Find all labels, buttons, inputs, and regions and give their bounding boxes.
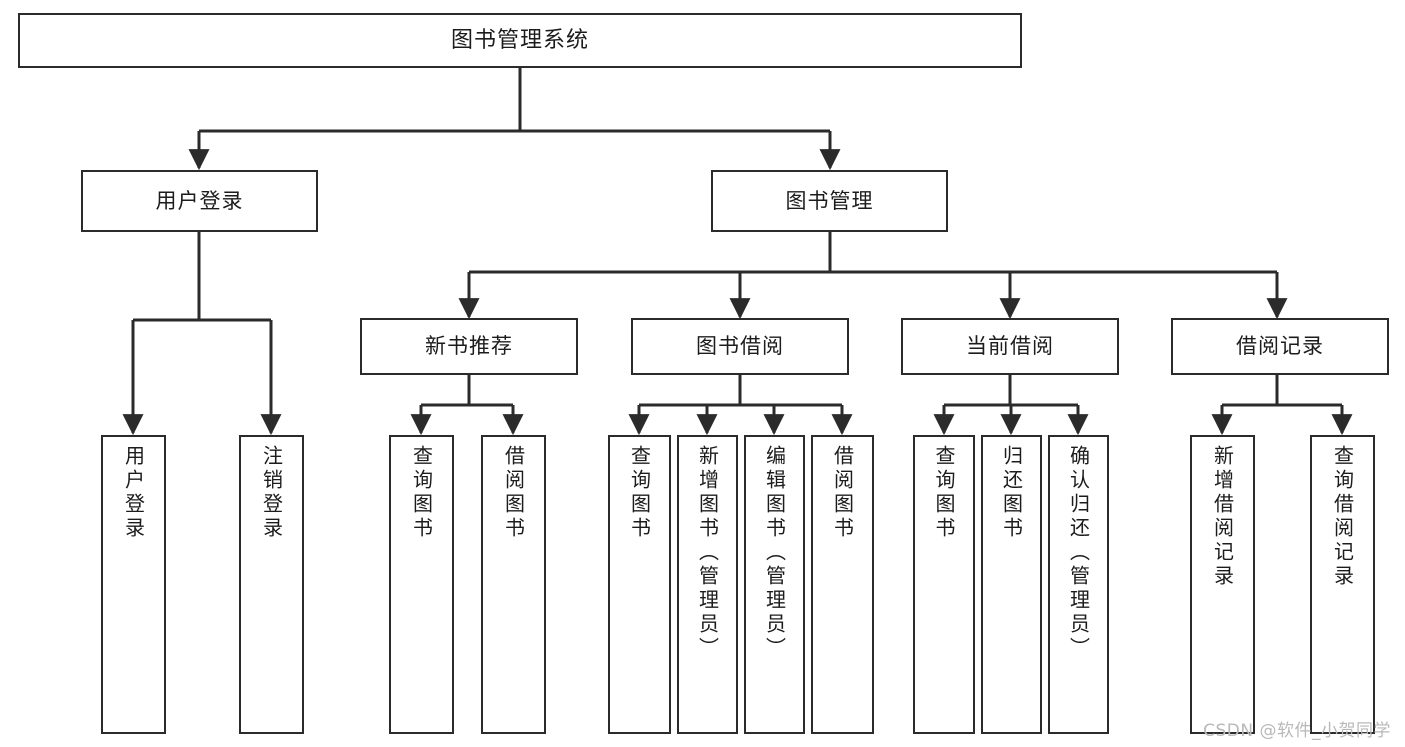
csdn-watermark: CSDN @软件_小贺同学 [1203,721,1391,741]
node-borrow-records[interactable]: 借阅记录 [1171,318,1389,375]
node-new-book-recommendation[interactable]: 新书推荐 [360,318,578,375]
node-label: 新增借阅记录 [1210,445,1235,589]
leaf-query-borrow-record[interactable]: 查询借阅记录 [1310,435,1375,734]
leaf-query-books-recommend[interactable]: 查询图书 [389,435,454,734]
node-label: 当前借阅 [966,334,1054,359]
node-label: 图书管理 [785,188,874,213]
leaf-borrow-books-recommend[interactable]: 借阅图书 [481,435,546,734]
node-label: 借阅图书 [501,445,526,541]
node-book-management[interactable]: 图书管理 [711,170,948,232]
leaf-user-login[interactable]: 用户登录 [101,435,166,734]
node-label: 新增图书（管理员） [695,445,720,661]
node-label: 查询借阅记录 [1330,445,1355,589]
node-label: 确认归还（管理员） [1066,445,1091,661]
node-book-borrowing[interactable]: 图书借阅 [631,318,849,375]
leaf-query-books-borrow[interactable]: 查询图书 [608,435,671,734]
node-label: 注销登录 [259,445,284,541]
node-label: 借阅图书 [830,445,855,541]
node-current-borrowing[interactable]: 当前借阅 [901,318,1119,375]
node-label: 查询图书 [932,445,956,541]
node-label: 借阅记录 [1236,334,1324,359]
node-book-management-system[interactable]: 图书管理系统 [18,13,1022,68]
leaf-edit-book-admin[interactable]: 编辑图书（管理员） [744,435,805,734]
node-label: 编辑图书（管理员） [762,445,787,661]
node-label: 图书管理系统 [450,27,589,53]
leaf-confirm-return-admin[interactable]: 确认归还（管理员） [1048,435,1109,734]
leaf-add-book-admin[interactable]: 新增图书（管理员） [677,435,738,734]
leaf-query-books-current[interactable]: 查询图书 [913,435,975,734]
leaf-add-borrow-record[interactable]: 新增借阅记录 [1190,435,1255,734]
node-label: 查询图书 [409,445,434,541]
node-label: 归还图书 [999,445,1024,541]
leaf-borrow-books[interactable]: 借阅图书 [811,435,874,734]
node-label: 用户登录 [155,188,244,213]
node-label: 用户登录 [121,445,146,541]
node-label: 新书推荐 [425,334,513,359]
leaf-return-books[interactable]: 归还图书 [981,435,1042,734]
node-label: 查询图书 [627,445,652,541]
node-user-login[interactable]: 用户登录 [81,170,318,232]
node-label: 图书借阅 [696,334,784,359]
leaf-logout[interactable]: 注销登录 [239,435,304,734]
